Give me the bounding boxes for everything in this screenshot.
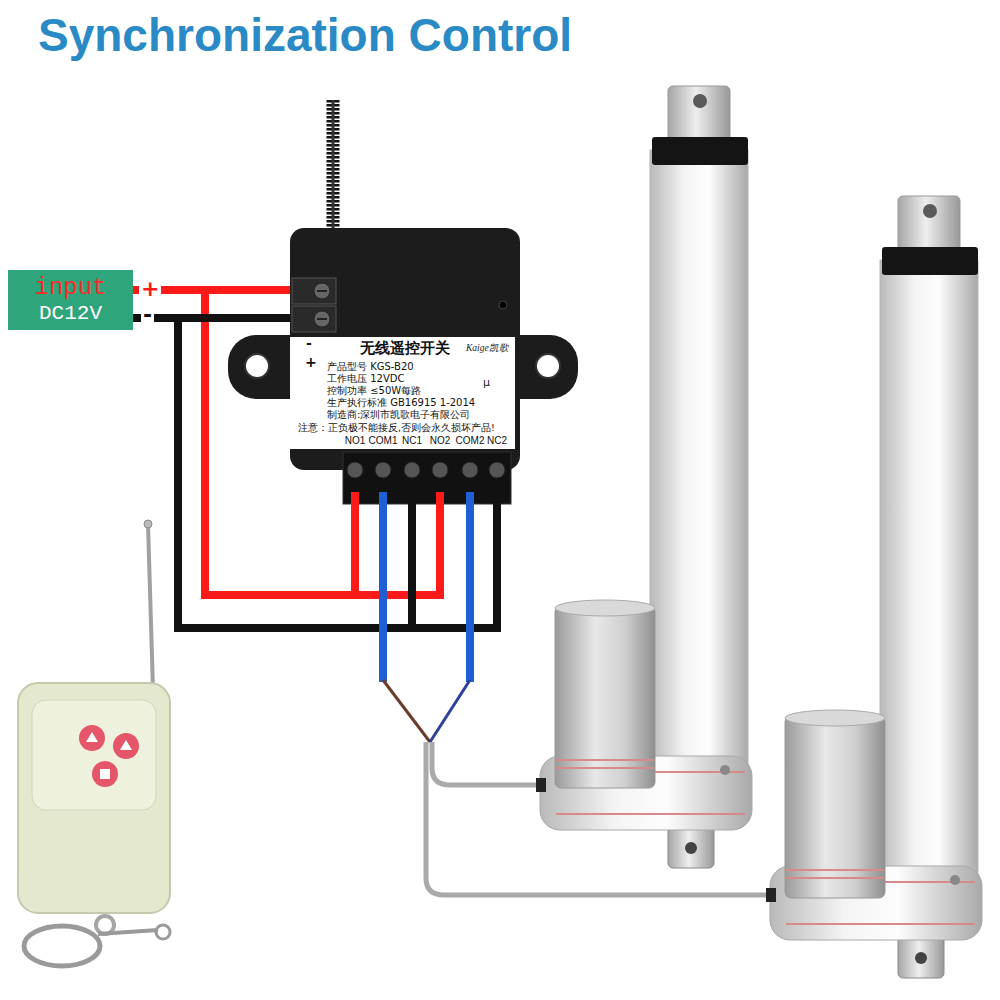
node-text: 无线遥控开关: [360, 340, 450, 357]
polarity-sign: -: [141, 303, 154, 327]
node-text: 工作电压 12VDC: [327, 373, 404, 385]
motor-ring: [556, 767, 654, 769]
key-clasp: [24, 926, 100, 966]
remote-button: [79, 725, 105, 751]
terminal-screw: [489, 462, 505, 478]
actuator-cable: [432, 742, 540, 785]
terminal-block: [343, 452, 511, 504]
node-text: 产品型号 KGS-B20: [327, 361, 414, 373]
terminal-label: COM1: [369, 435, 398, 446]
terminal-label: COM2: [456, 435, 485, 446]
terminal-screw: [347, 462, 363, 478]
antenna-tip: [144, 520, 152, 528]
remote-control: [18, 520, 170, 966]
button-arrow: [120, 740, 132, 750]
black-wire: [408, 492, 416, 628]
terminal-label: NC1: [402, 435, 422, 446]
mounting-hole: [536, 354, 560, 378]
actuator-tube: [650, 150, 748, 765]
button-panel: [32, 700, 156, 810]
terminal-screws: [347, 462, 505, 478]
housing-seam: [556, 813, 745, 815]
actuator-rod: [668, 86, 730, 144]
coil-antenna-core: [332, 100, 335, 232]
coil-antenna: [327, 100, 340, 232]
mounting-hole: [245, 354, 269, 378]
clevis-hole: [685, 842, 697, 854]
clasp-arm: [98, 930, 158, 934]
module-housing: [290, 228, 520, 470]
screw-slot: [317, 290, 327, 292]
gear-housing: [540, 756, 752, 830]
housing-screw: [720, 765, 730, 775]
node-text: 制造商:深圳市凯歌电子有限公司: [327, 409, 470, 421]
rear-clevis: [668, 826, 714, 868]
node-text: 控制功率 ≤50W每路: [327, 385, 421, 397]
title-text: Synchronization Control: [38, 10, 572, 61]
terminal-label: NO2: [430, 435, 451, 446]
polarity-sign: -: [306, 336, 312, 351]
cable-gland: [536, 778, 546, 792]
remote-body: [18, 683, 170, 913]
node-text: input: [34, 274, 106, 302]
terminal-screw: [462, 462, 478, 478]
remote-button: [92, 761, 118, 787]
brown-lead: [383, 680, 430, 742]
controller-module: 无线遥控开关 Kaige凯歌产品型号 KGS-B20工作电压 12VDC控制功率 …: [290, 228, 520, 470]
red-wire: [351, 492, 359, 595]
linear-actuator: [536, 86, 752, 868]
terminal-label: NO1: [345, 435, 366, 446]
polarity-sign: +: [305, 355, 317, 370]
rod-eye: [693, 94, 707, 108]
node-text: 注意：正负极不能接反,否则会永久损坏产品!: [298, 423, 495, 434]
terminal-screw: [432, 462, 448, 478]
blue-lead: [430, 680, 470, 742]
screw-terminal: [292, 306, 336, 332]
node-text: 生产执行标准 GB16915 1-2014: [327, 397, 475, 409]
blue-wire: [379, 492, 387, 682]
terminal-screw: [404, 462, 420, 478]
motor-can: [555, 606, 655, 788]
power-wire: [133, 314, 290, 322]
led-dot: [499, 301, 507, 309]
node-text: Kaige凯歌: [466, 343, 509, 354]
linear-actuator: [766, 196, 982, 978]
tube-collar: [652, 137, 748, 165]
terminal-screw: [314, 283, 330, 299]
motor-cap: [555, 600, 655, 616]
terminal-screw: [314, 311, 330, 327]
label-sticker: 无线遥控开关 Kaige凯歌产品型号 KGS-B20工作电压 12VDC控制功率 …: [290, 337, 515, 449]
screw-terminal: [292, 278, 336, 304]
mounting-ears: [228, 335, 578, 399]
clasp-hook: [156, 925, 170, 939]
screw-slot: [317, 318, 327, 320]
blue-wire: [466, 492, 474, 682]
mark-symbol: μ: [483, 377, 490, 389]
terminal-label: NC2: [487, 435, 507, 446]
remote-antenna: [148, 524, 153, 690]
button-square: [100, 769, 110, 779]
button-arrow: [86, 732, 98, 742]
node-text: DC12V: [39, 302, 102, 326]
remote-button: [113, 733, 139, 759]
motor-ring: [556, 759, 654, 761]
polarity-sign: +: [139, 277, 161, 301]
terminal-screw: [375, 462, 391, 478]
power-source-box: inputDC12V: [8, 270, 133, 330]
